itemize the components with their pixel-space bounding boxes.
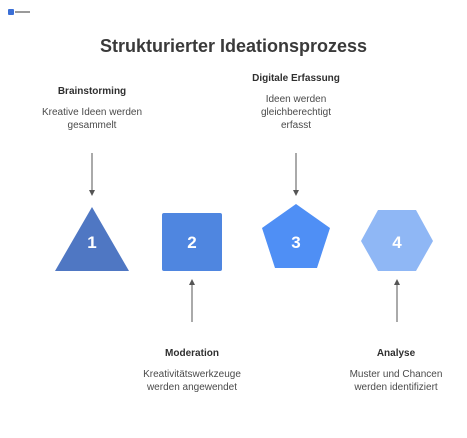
brand-logo-icon: [8, 9, 30, 15]
step-1-desc-line: Kreative Ideen werden: [41, 107, 143, 118]
step-2-desc-line: Kreativitätswerkzeuge: [143, 369, 241, 380]
page-title: Strukturierter Ideationsprozess: [99, 36, 368, 56]
step-1-heading: Brainstorming: [57, 86, 127, 97]
step-1-number: 1: [87, 233, 96, 252]
step-4-description: Muster und Chancen werden identifiziert: [326, 368, 466, 394]
step-3-pentagon-shape: [262, 204, 330, 268]
step-3-description: Ideen werden gleichberechtigt erfasst: [226, 93, 366, 132]
step-4-desc-line: Muster und Chancen: [349, 369, 443, 380]
step-4-heading: Analyse: [376, 348, 416, 359]
step-4-hexagon-shape: [361, 210, 433, 271]
step-3-desc-line: Ideen werden: [265, 94, 327, 105]
step-3-desc-line: gleichberechtigt: [260, 107, 332, 118]
step-2-square-shape: [162, 213, 222, 271]
step-2-heading: Moderation: [165, 348, 219, 359]
step-1-desc-line: gesammelt: [67, 120, 117, 131]
step-4-number: 4: [392, 233, 402, 252]
step-2-desc-line: werden angewendet: [146, 382, 238, 393]
step-4-desc-line: werden identifiziert: [354, 382, 438, 393]
step-2-number: 2: [187, 233, 196, 252]
step-2-description: Kreativitätswerkzeuge werden angewendet: [122, 368, 262, 394]
step-3-desc-line: erfasst: [280, 120, 311, 131]
step-3-number: 3: [291, 233, 300, 252]
step-1-triangle-shape: [55, 207, 129, 271]
step-3-heading: Digitale Erfassung: [252, 73, 340, 84]
step-1-description: Kreative Ideen werden gesammelt: [22, 106, 162, 132]
